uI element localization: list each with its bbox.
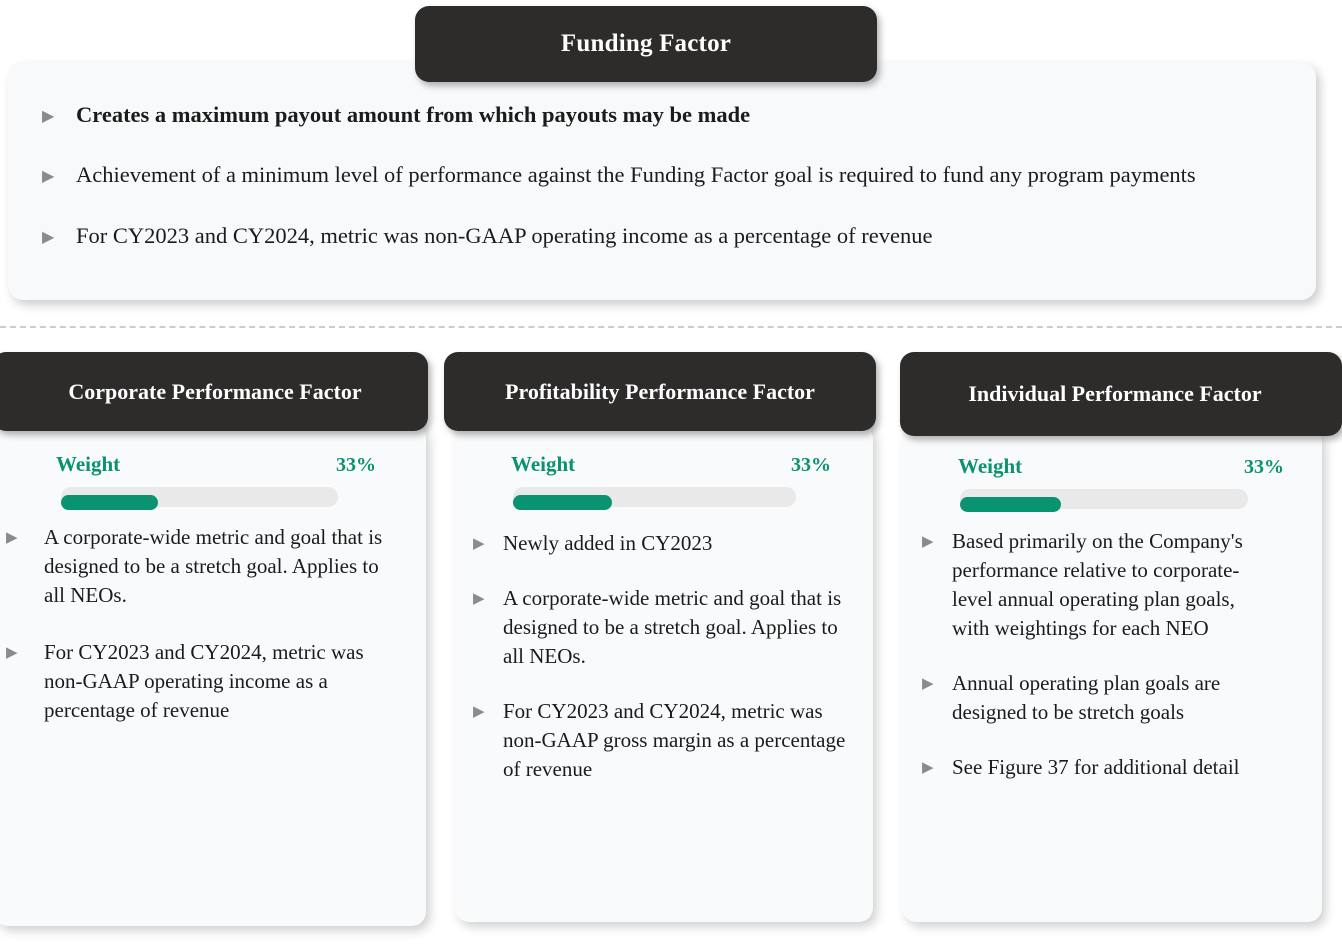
weight-progress-fill <box>960 497 1061 512</box>
card2-title: Profitability Performance Factor <box>505 378 815 404</box>
triangle-bullet-icon: ▶ <box>473 703 485 720</box>
card3-bullet-text-3: See Figure 37 for additional detail <box>952 754 1240 779</box>
triangle-bullet-icon: ▶ <box>922 759 934 776</box>
funding-bullet-text-2: Achievement of a minimum level of perfor… <box>76 161 1196 187</box>
individual-performance-factor-title-banner: Individual Performance Factor <box>900 352 1342 436</box>
weight-value: 33% <box>791 454 831 476</box>
weight-value: 33% <box>1244 456 1284 478</box>
weight-progress-track <box>61 487 338 510</box>
triangle-bullet-icon: ▶ <box>922 675 934 692</box>
funding-factor-panel: ▶ Creates a maximum payout amount from w… <box>8 62 1316 300</box>
profitability-performance-factor-card: Weight 33% ▶ Newly added in CY2023 ▶ A c… <box>455 424 873 922</box>
list-item: ▶ Newly added in CY2023 <box>473 529 855 558</box>
list-item: ▶ For CY2023 and CY2024, metric was non-… <box>42 221 1276 251</box>
weight-progress-wrap <box>922 479 1306 512</box>
card3-bullet-text-1: Based primarily on the Company's perform… <box>952 529 1243 640</box>
weight-row: Weight 33% <box>473 452 855 477</box>
card1-bullet-text-1: A corporate-wide metric and goal that is… <box>44 525 383 607</box>
triangle-bullet-icon: ▶ <box>6 644 18 661</box>
weight-progress-track <box>960 489 1248 512</box>
funding-factor-bullet-list: ▶ Creates a maximum payout amount from w… <box>42 100 1276 251</box>
triangle-bullet-icon: ▶ <box>42 108 55 125</box>
corporate-performance-factor-card: Weight 33% ▶ A corporate-wide metric and… <box>0 424 426 926</box>
list-item: ▶ Annual operating plan goals are design… <box>922 669 1306 727</box>
card2-bullet-text-1: Newly added in CY2023 <box>503 531 713 555</box>
page-title: Funding Factor <box>560 30 732 58</box>
profitability-factor-bullet-list: ▶ Newly added in CY2023 ▶ A corporate-wi… <box>473 509 855 784</box>
list-item: ▶ Achievement of a minimum level of perf… <box>42 160 1276 190</box>
card1-bullet-text-2: For CY2023 and CY2024, metric was non-GA… <box>44 639 364 722</box>
triangle-bullet-icon: ▶ <box>473 536 485 552</box>
list-item: ▶ For CY2023 and CY2024, metric was non-… <box>473 697 855 784</box>
weight-progress-fill <box>61 495 158 510</box>
individual-performance-factor-card: Weight 33% ▶ Based primarily on the Comp… <box>902 428 1322 922</box>
weight-progress-wrap <box>473 477 855 510</box>
triangle-bullet-icon: ▶ <box>473 590 485 607</box>
weight-progress-wrap <box>6 477 404 510</box>
funding-factor-title-banner: Funding Factor <box>415 6 877 82</box>
card2-bullet-text-3: For CY2023 and CY2024, metric was non-GA… <box>503 698 846 781</box>
list-item: ▶ See Figure 37 for additional detail <box>922 753 1306 782</box>
list-item: ▶ Based primarily on the Company's perfo… <box>922 527 1306 643</box>
profitability-performance-factor-title-banner: Profitability Performance Factor <box>444 352 876 431</box>
triangle-bullet-icon: ▶ <box>42 167 55 185</box>
weight-label: Weight <box>511 452 576 476</box>
weight-row: Weight 33% <box>6 452 404 477</box>
list-item: ▶ For CY2023 and CY2024, metric was non-… <box>6 638 404 725</box>
weight-value: 33% <box>336 454 376 476</box>
triangle-bullet-icon: ▶ <box>42 229 55 247</box>
weight-progress-fill <box>513 495 613 510</box>
weight-label: Weight <box>958 454 1023 478</box>
funding-bullet-text-3: For CY2023 and CY2024, metric was non-GA… <box>76 223 933 249</box>
weight-row: Weight 33% <box>922 454 1306 479</box>
weight-progress-track <box>513 487 796 510</box>
card3-title: Individual Performance Factor <box>968 381 1262 407</box>
triangle-bullet-icon: ▶ <box>922 534 934 550</box>
funding-bullet-text-1: Creates a maximum payout amount from whi… <box>76 102 751 127</box>
list-item: ▶ A corporate-wide metric and goal that … <box>473 584 855 671</box>
corporate-factor-bullet-list: ▶ A corporate-wide metric and goal that … <box>6 509 404 725</box>
list-item: ▶ Creates a maximum payout amount from w… <box>42 100 1276 130</box>
corporate-performance-factor-title-banner: Corporate Performance Factor <box>0 352 428 431</box>
list-item: ▶ A corporate-wide metric and goal that … <box>6 523 404 610</box>
triangle-bullet-icon: ▶ <box>6 530 18 546</box>
individual-factor-bullet-list: ▶ Based primarily on the Company's perfo… <box>922 511 1306 782</box>
weight-label: Weight <box>56 452 121 476</box>
section-divider <box>0 326 1342 328</box>
card3-bullet-text-2: Annual operating plan goals are designed… <box>952 670 1221 724</box>
card2-bullet-text-2: A corporate-wide metric and goal that is… <box>503 585 842 668</box>
card1-title: Corporate Performance Factor <box>68 378 362 404</box>
